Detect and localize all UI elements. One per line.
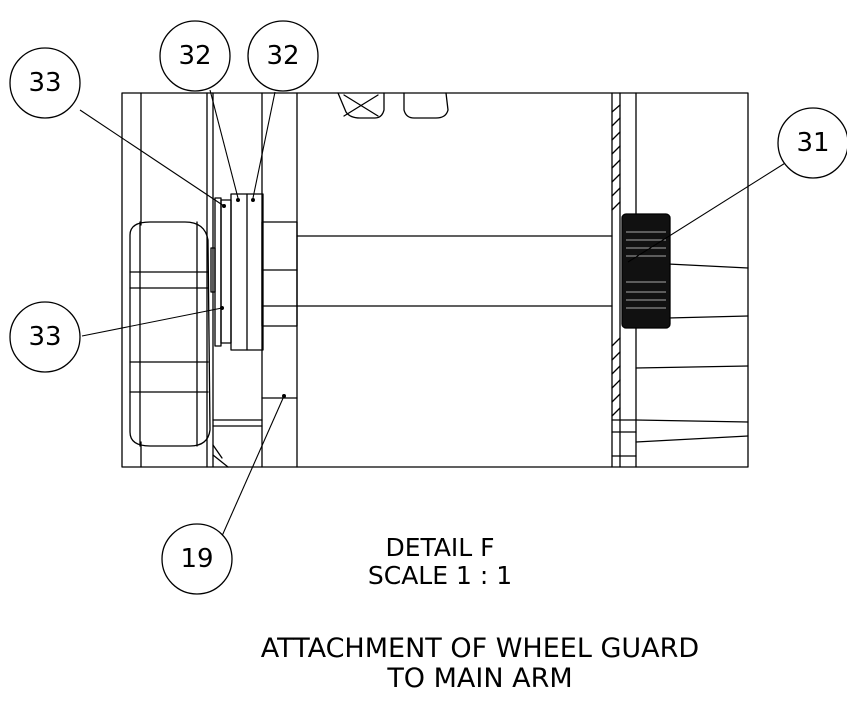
leader-lines	[79, 89, 791, 537]
top-slots	[337, 92, 449, 119]
balloon-label-33-top: 33	[28, 68, 61, 98]
detail-title: DETAIL F	[385, 533, 495, 562]
note-line-2: TO MAIN ARM	[387, 662, 573, 694]
balloon-33-top	[9, 47, 81, 119]
balloons	[9, 20, 847, 595]
balloon-label-33-bottom: 33	[28, 322, 61, 352]
balloon-32-left	[159, 20, 231, 92]
guard-plates	[140, 92, 263, 468]
balloon-label-19: 19	[180, 544, 213, 574]
main-arm	[261, 92, 613, 468]
wheel-guard	[129, 221, 211, 447]
knurled-knob	[621, 213, 671, 329]
detail-frame	[121, 92, 749, 468]
detail-scale: SCALE 1 : 1	[367, 560, 513, 590]
note-line-1: ATTACHMENT OF WHEEL GUARD	[260, 633, 700, 664]
balloon-33-bottom	[9, 301, 81, 373]
balloon-19	[161, 523, 233, 595]
leader-dots	[220, 198, 286, 398]
drawing-note: ATTACHMENT OF WHEEL GUARD TO MAIN ARM	[130, 634, 830, 693]
balloon-label-32-left: 32	[178, 41, 211, 71]
balloon-label-32-right: 32	[266, 41, 299, 71]
detail-label: DETAIL F SCALE 1 : 1	[300, 534, 580, 589]
right-housing	[635, 263, 749, 443]
balloon-31	[777, 107, 847, 179]
balloon-32-right	[247, 20, 319, 92]
washer-stack	[210, 193, 264, 351]
balloon-label-31: 31	[796, 128, 829, 158]
